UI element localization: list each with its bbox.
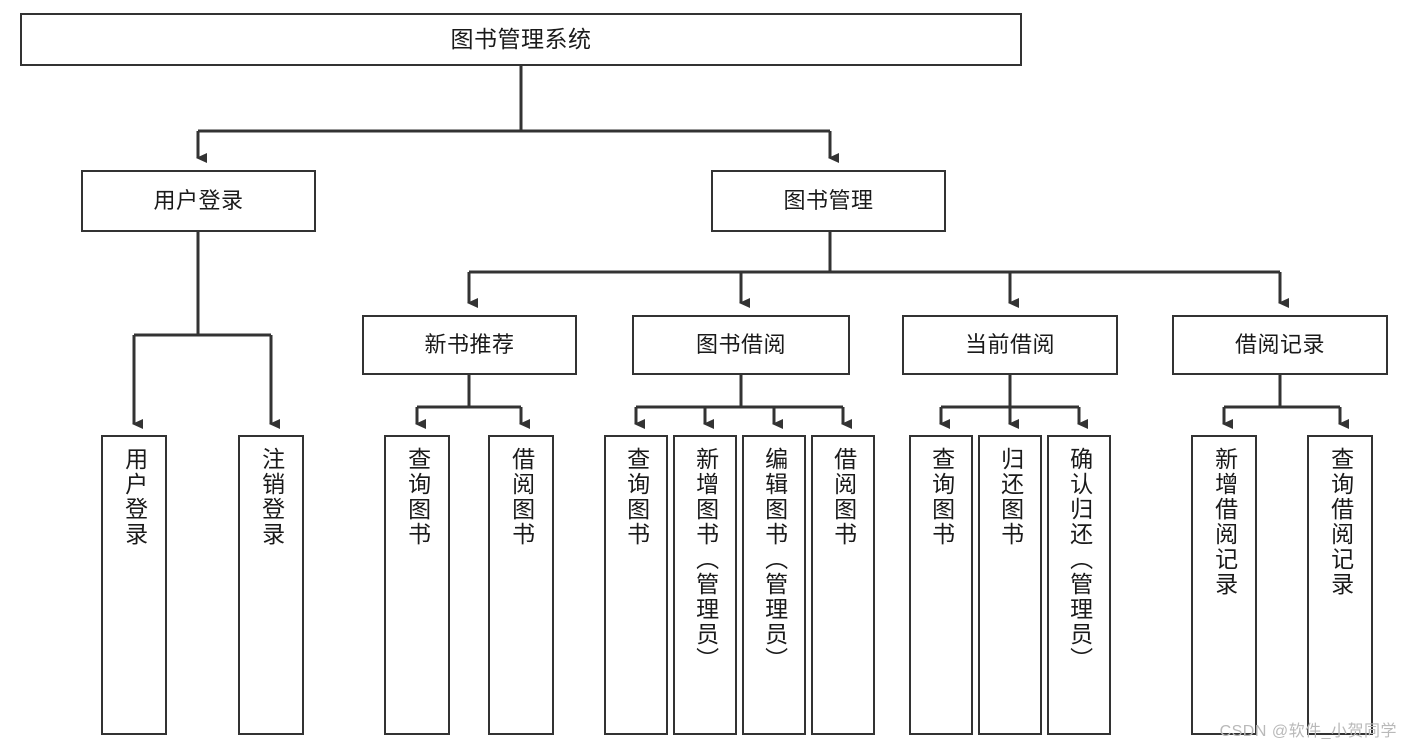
node-label: 注销登录 — [258, 447, 285, 547]
leaf-confirm-return-admin[interactable]: 确认归还（管理员） — [1047, 435, 1111, 735]
node-book-borrow[interactable]: 图书借阅 — [632, 315, 850, 375]
node-label: 查询借阅记录 — [1327, 447, 1354, 597]
node-label: 查询图书 — [404, 447, 431, 547]
node-label: 图书借阅 — [695, 331, 786, 357]
leaf-query-borrow-record[interactable]: 查询借阅记录 — [1307, 435, 1373, 735]
node-label: 新增借阅记录 — [1211, 447, 1238, 597]
node-label: 当前借阅 — [964, 331, 1055, 357]
node-label: 借阅图书 — [508, 447, 535, 547]
node-borrow-record[interactable]: 借阅记录 — [1172, 315, 1388, 375]
node-label: 查询图书 — [928, 447, 955, 547]
node-label: 编辑图书（管理员） — [761, 447, 788, 672]
leaf-return-book[interactable]: 归还图书 — [978, 435, 1042, 735]
node-label: 查询图书 — [623, 447, 650, 547]
leaf-user-login[interactable]: 用户登录 — [101, 435, 167, 735]
leaf-query-book-borrow[interactable]: 查询图书 — [604, 435, 668, 735]
leaf-borrow-book-newbook[interactable]: 借阅图书 — [488, 435, 554, 735]
watermark: CSDN @软件_小贺同学 — [1219, 723, 1397, 740]
node-label: 确认归还（管理员） — [1066, 447, 1093, 672]
node-current-borrow[interactable]: 当前借阅 — [902, 315, 1118, 375]
node-label: 图书管理 — [783, 187, 874, 213]
leaf-borrow-book[interactable]: 借阅图书 — [811, 435, 875, 735]
leaf-add-book-admin[interactable]: 新增图书（管理员） — [673, 435, 737, 735]
leaf-logout[interactable]: 注销登录 — [238, 435, 304, 735]
leaf-add-borrow-record[interactable]: 新增借阅记录 — [1191, 435, 1257, 735]
node-label: 新书推荐 — [424, 331, 515, 357]
node-label: 新增图书（管理员） — [692, 447, 719, 672]
node-label: 用户登录 — [153, 187, 244, 213]
leaf-query-book-current[interactable]: 查询图书 — [909, 435, 973, 735]
node-new-book-recommend[interactable]: 新书推荐 — [362, 315, 577, 375]
node-root-system[interactable]: 图书管理系统 — [20, 13, 1022, 66]
leaf-edit-book-admin[interactable]: 编辑图书（管理员） — [742, 435, 806, 735]
node-label: 借阅图书 — [830, 447, 857, 547]
node-user-login[interactable]: 用户登录 — [81, 170, 316, 232]
node-label: 归还图书 — [997, 447, 1024, 547]
node-label: 图书管理系统 — [450, 25, 592, 52]
node-label: 用户登录 — [121, 447, 148, 547]
node-label: 借阅记录 — [1234, 331, 1325, 357]
node-book-management[interactable]: 图书管理 — [711, 170, 946, 232]
leaf-query-book-newbook[interactable]: 查询图书 — [384, 435, 450, 735]
